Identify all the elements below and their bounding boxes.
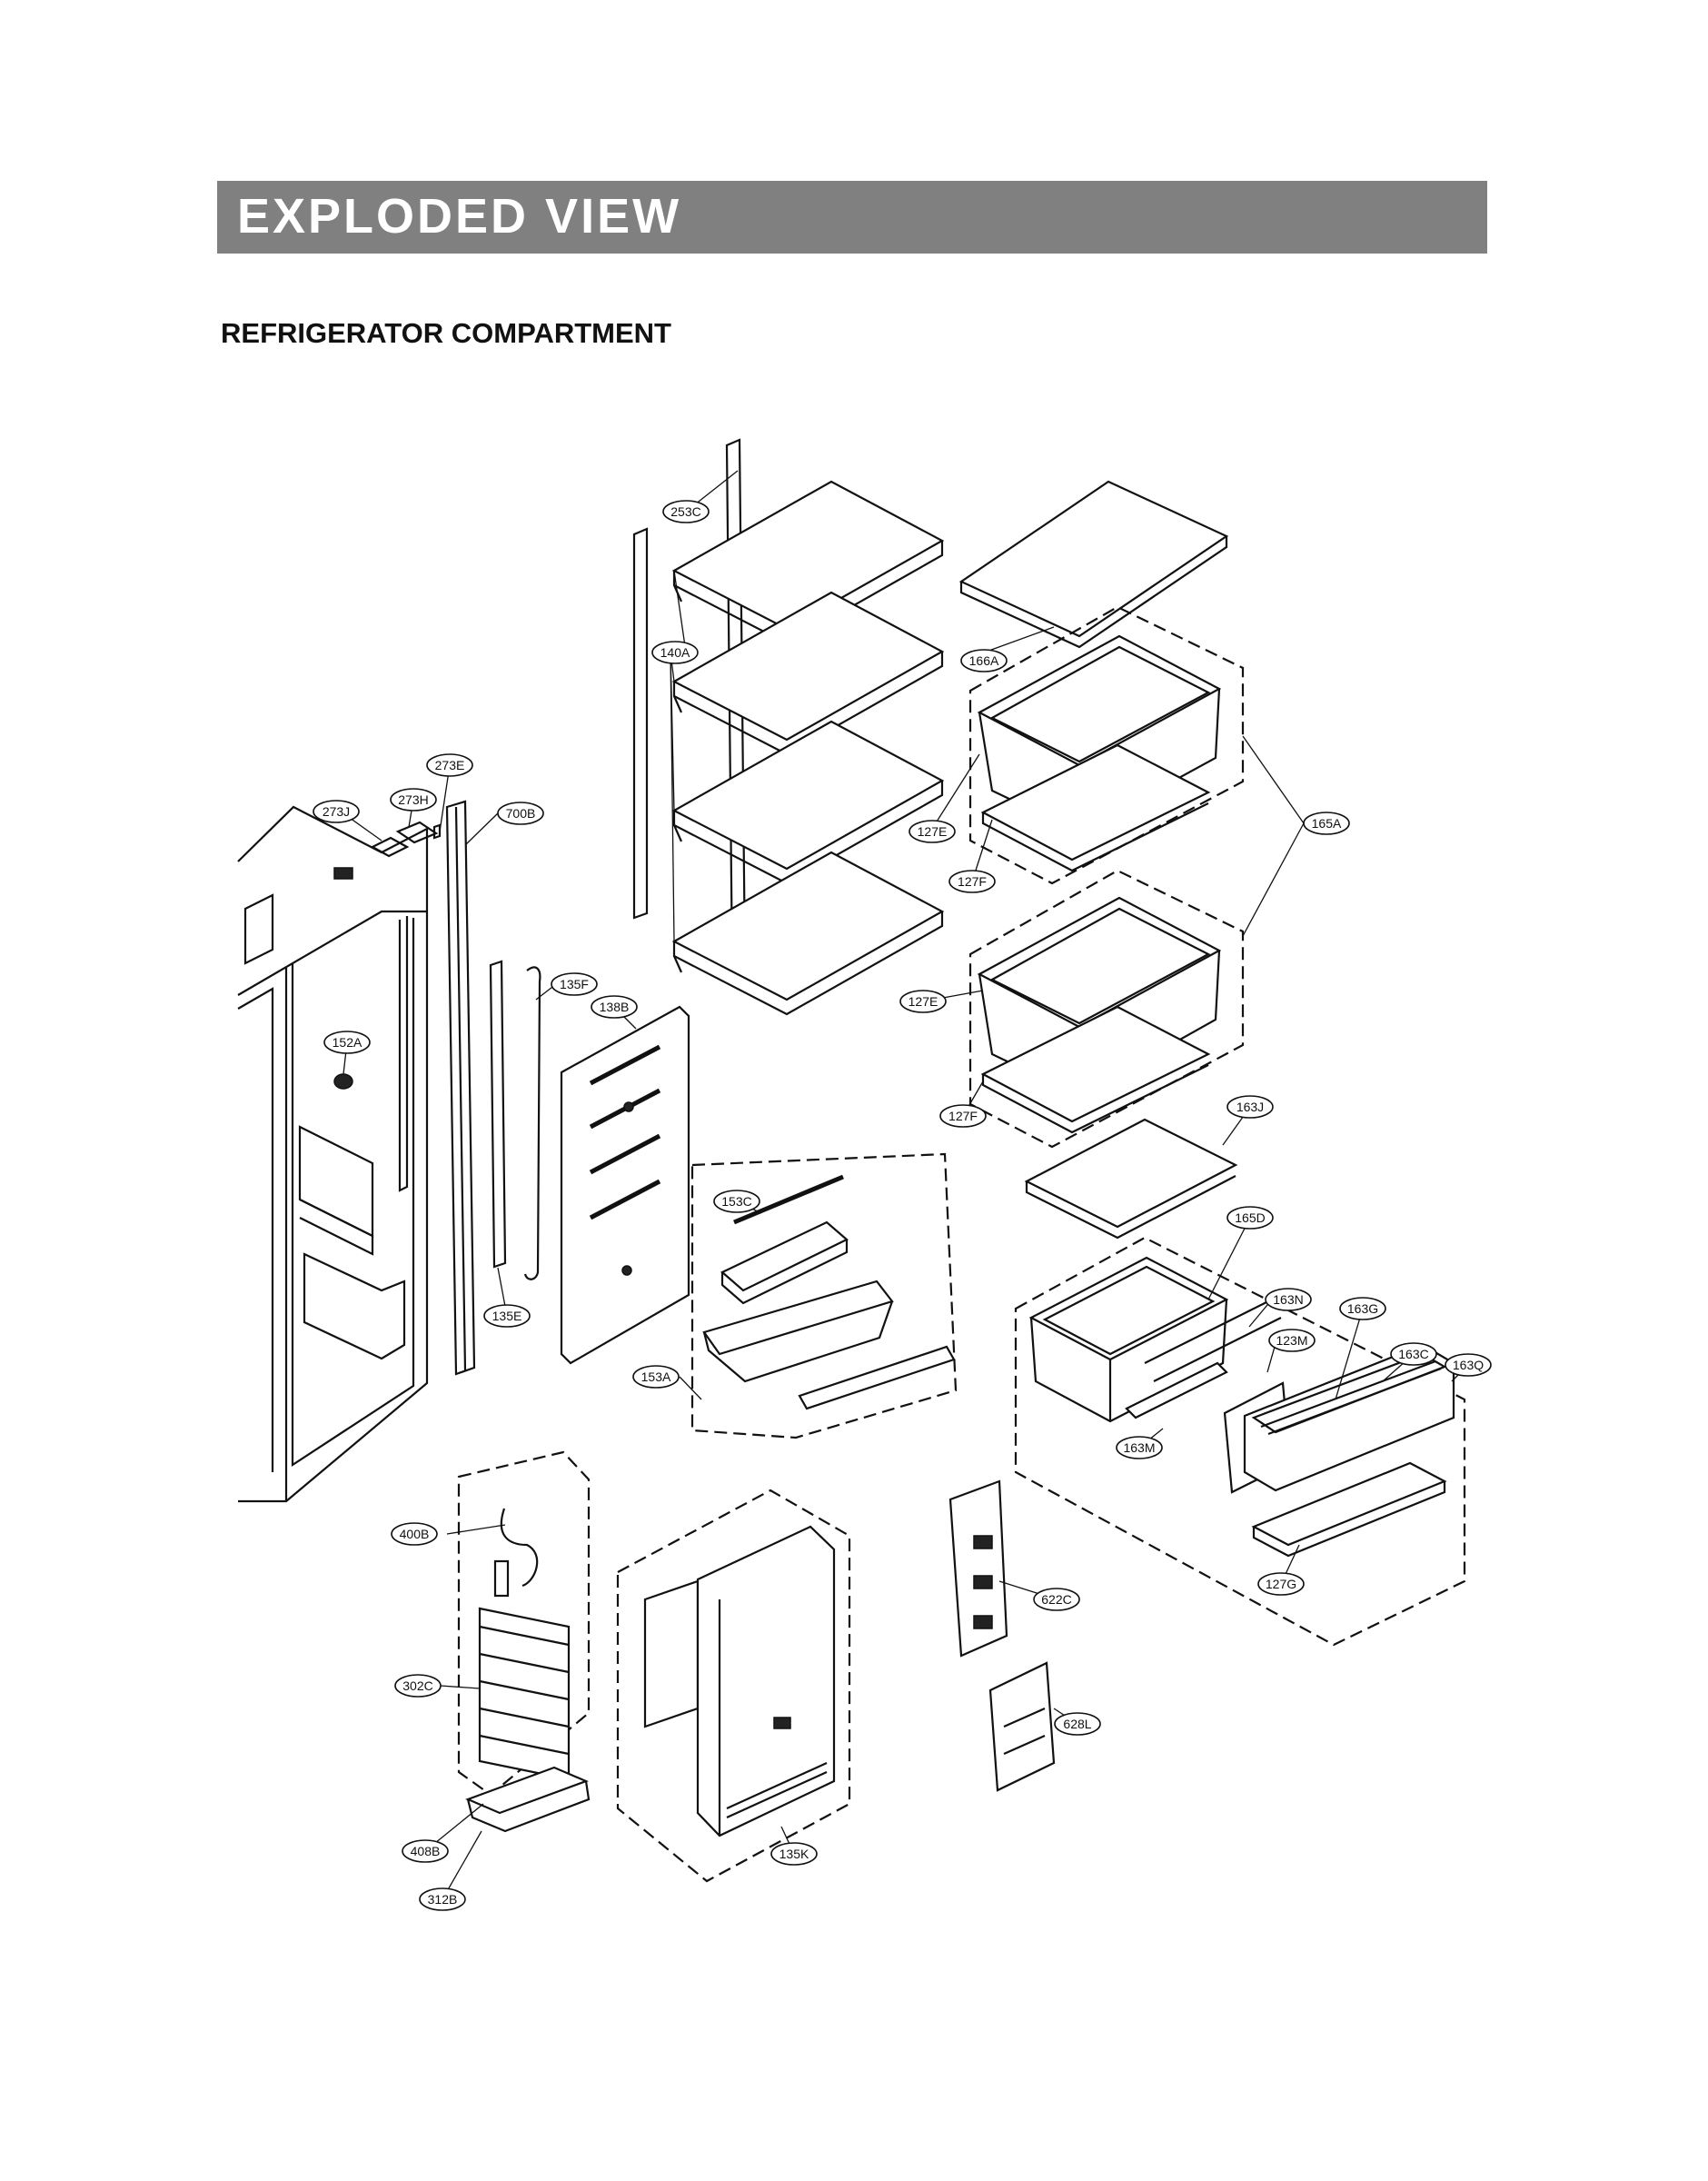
- svg-text:273H: 273H: [398, 792, 428, 807]
- control-box-assembly: [690, 1152, 958, 1439]
- svg-text:135E: 135E: [492, 1309, 522, 1323]
- svg-text:163G: 163G: [1347, 1301, 1378, 1316]
- callout-127F-upper: 127F: [948, 870, 996, 893]
- svg-text:166A: 166A: [969, 653, 999, 668]
- page-title: EXPLODED VIEW: [237, 189, 682, 244]
- rear-cover: [616, 1489, 851, 1883]
- shelf-2: [671, 591, 945, 756]
- callout-135K: 135K: [770, 1842, 818, 1866]
- crisper-cover: [1024, 1118, 1238, 1240]
- svg-text:127F: 127F: [948, 1109, 978, 1123]
- svg-text:163M: 163M: [1123, 1440, 1155, 1455]
- svg-text:165A: 165A: [1312, 816, 1342, 831]
- door-liner-panel: [560, 1005, 690, 1365]
- svg-text:302C: 302C: [402, 1678, 432, 1693]
- housing-628: [988, 1661, 1056, 1792]
- svg-text:273J: 273J: [323, 804, 350, 819]
- callout-253C: 253C: [662, 500, 710, 523]
- svg-text:312B: 312B: [428, 1892, 458, 1907]
- callout-273E: 273E: [426, 753, 473, 777]
- drawer-assembly: [1014, 1236, 1466, 1647]
- crisper-assembly: [968, 605, 1245, 1149]
- callout-302C: 302C: [394, 1674, 442, 1698]
- svg-text:153A: 153A: [641, 1369, 671, 1384]
- shelf-stack: [671, 480, 945, 1016]
- callout-123M: 123M: [1268, 1329, 1316, 1352]
- svg-text:165D: 165D: [1235, 1210, 1265, 1225]
- svg-text:163J: 163J: [1236, 1100, 1264, 1114]
- callout-138B: 138B: [591, 995, 638, 1019]
- callout-163J: 163J: [1226, 1095, 1274, 1119]
- callout-135F: 135F: [551, 972, 598, 996]
- callout-273J: 273J: [313, 800, 360, 823]
- svg-text:140A: 140A: [660, 645, 690, 660]
- hinge-parts: [370, 821, 442, 858]
- callout-135E: 135E: [483, 1304, 531, 1328]
- callout-408B: 408B: [402, 1839, 449, 1863]
- svg-text:628L: 628L: [1063, 1717, 1091, 1731]
- svg-text:163C: 163C: [1398, 1347, 1428, 1361]
- svg-text:127G: 127G: [1266, 1577, 1296, 1591]
- refrigerator-cabinet: [237, 805, 429, 1503]
- callout-127F-lower: 127F: [939, 1104, 987, 1128]
- shelf-3: [671, 720, 945, 885]
- side-rail: [445, 800, 476, 1376]
- callout-400B: 400B: [391, 1522, 438, 1546]
- evaporator-assembly: [457, 1450, 591, 1833]
- shelf-4: [671, 851, 945, 1016]
- svg-text:127E: 127E: [909, 994, 938, 1009]
- callout-163M: 163M: [1116, 1436, 1163, 1459]
- callout-127G: 127G: [1257, 1572, 1305, 1596]
- callout-312B: 312B: [419, 1887, 466, 1911]
- svg-text:152A: 152A: [333, 1035, 362, 1050]
- callout-163C: 163C: [1390, 1342, 1437, 1366]
- callout-166A: 166A: [960, 649, 1008, 672]
- svg-text:163Q: 163Q: [1453, 1358, 1484, 1372]
- svg-text:127E: 127E: [918, 824, 948, 839]
- svg-text:700B: 700B: [506, 806, 536, 821]
- svg-text:138B: 138B: [600, 1000, 630, 1014]
- callout-163G: 163G: [1339, 1297, 1386, 1320]
- callout-127E-upper: 127E: [909, 820, 956, 843]
- glass-shelf-top: [958, 480, 1229, 649]
- svg-text:400B: 400B: [400, 1527, 430, 1541]
- callout-127E-lower: 127E: [899, 990, 947, 1013]
- svg-text:408B: 408B: [411, 1844, 441, 1858]
- callout-153C: 153C: [713, 1190, 760, 1213]
- callout-273H: 273H: [390, 788, 437, 812]
- air-duct: [948, 1479, 1008, 1658]
- callout-622C: 622C: [1033, 1588, 1080, 1611]
- callout-153A: 153A: [632, 1365, 680, 1389]
- svg-text:153C: 153C: [721, 1194, 751, 1209]
- callout-140A: 140A: [651, 641, 699, 664]
- callout-163N: 163N: [1265, 1288, 1312, 1311]
- header-banner: EXPLODED VIEW: [217, 181, 1487, 254]
- callout-628L: 628L: [1054, 1712, 1101, 1736]
- svg-text:622C: 622C: [1041, 1592, 1071, 1607]
- gasket-loop: [489, 960, 507, 1269]
- svg-text:273E: 273E: [435, 758, 465, 772]
- svg-text:253C: 253C: [670, 504, 700, 519]
- callout-152A: 152A: [323, 1031, 371, 1054]
- section-subtitle: REFRIGERATOR COMPARTMENT: [221, 317, 671, 349]
- svg-text:123M: 123M: [1276, 1333, 1307, 1348]
- svg-text:163N: 163N: [1273, 1292, 1303, 1307]
- callout-165D: 165D: [1226, 1206, 1274, 1230]
- svg-text:135K: 135K: [780, 1847, 809, 1861]
- callout-165A: 165A: [1303, 812, 1350, 835]
- svg-text:127F: 127F: [958, 874, 987, 889]
- callout-700B: 700B: [497, 802, 544, 825]
- callout-163Q: 163Q: [1445, 1353, 1492, 1377]
- svg-text:135F: 135F: [560, 977, 589, 991]
